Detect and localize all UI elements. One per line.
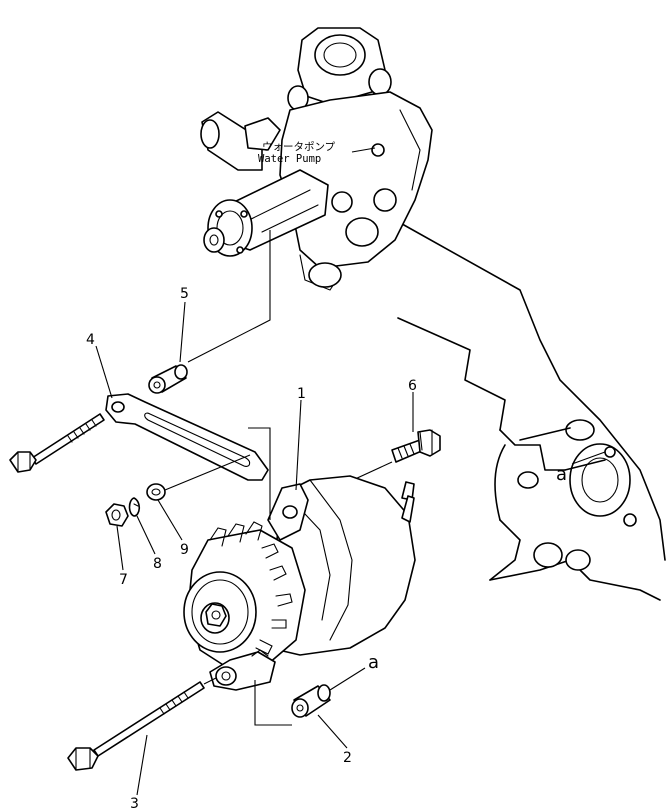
part-1-alternator: [183, 475, 416, 691]
callout-7: 7: [119, 572, 128, 588]
callout-3: 3: [130, 796, 139, 811]
water-pump-label-en: Water Pump: [258, 153, 321, 165]
part-7-nut: [105, 503, 129, 527]
callout-2: 2: [343, 750, 352, 766]
water-pump: ウォータポンプ Water Pump: [200, 27, 433, 291]
water-pump-label-ja: ウォータポンプ: [262, 141, 336, 153]
part-9-washer: [146, 483, 166, 501]
part-4-bracket: [105, 393, 269, 481]
callout-5: 5: [180, 286, 189, 302]
callout-leaders: [95, 301, 414, 796]
callout-9: 9: [180, 542, 189, 558]
leader-ear-to-spacer: [254, 680, 292, 726]
part-8-spring-washer: [128, 497, 141, 517]
callout-1: 1: [297, 386, 306, 402]
engine-block-outline: [394, 219, 666, 601]
part-2-spacer: [291, 684, 331, 718]
leader-pump-to-spacer: [187, 230, 271, 363]
ref-a-engine: a: [556, 464, 567, 485]
callout-6: 6: [408, 378, 417, 394]
callout-8: 8: [153, 556, 162, 572]
long-bolt-upper: [9, 413, 105, 473]
ref-a-spacer: a: [368, 652, 379, 673]
part-6-bolt: [391, 429, 441, 463]
part-5-spacer: [148, 364, 188, 394]
part-3-long-bolt: [67, 681, 205, 771]
mounting-hole-a: [604, 446, 616, 458]
callout-4: 4: [86, 332, 95, 348]
leader-bracket-to-alternator: [248, 427, 271, 520]
